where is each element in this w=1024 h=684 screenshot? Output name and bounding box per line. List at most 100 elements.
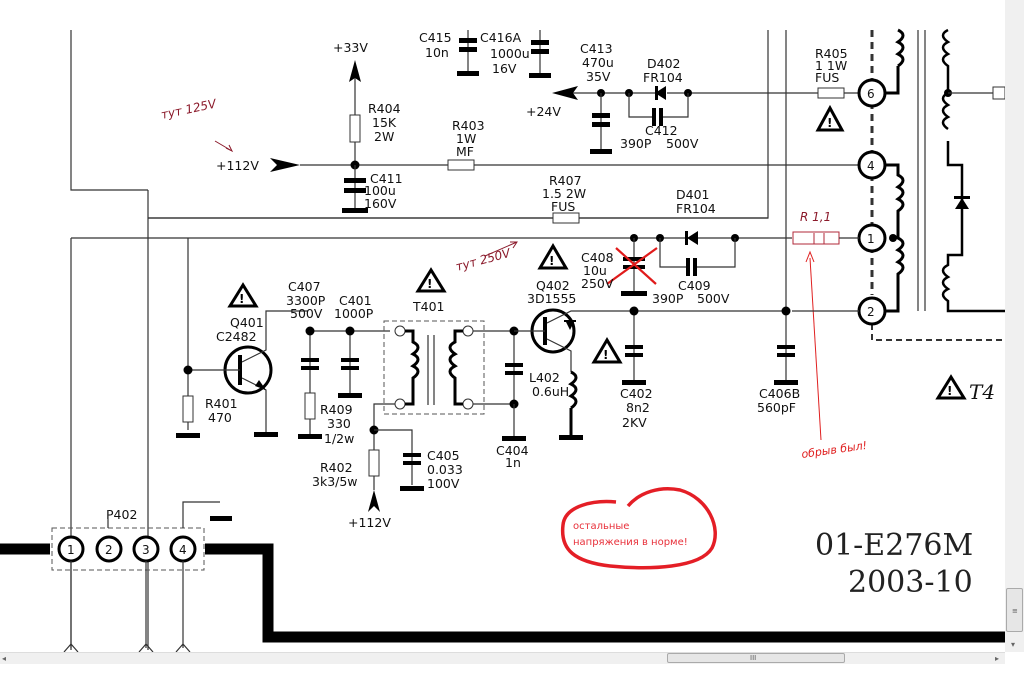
- scroll-left-arrow-icon[interactable]: ◂: [2, 654, 7, 663]
- annotation-others-ok-line1: остальные: [573, 521, 629, 532]
- ground-icon: [774, 380, 798, 385]
- ground-icon: [210, 516, 232, 521]
- r403-value: 1W: [456, 131, 476, 146]
- label-33v: +33V: [333, 40, 368, 55]
- capacitor-c401-plate: [341, 366, 359, 370]
- warning-icon: !: [537, 243, 569, 270]
- diode-secondary: [955, 198, 969, 209]
- capacitor-c411: [344, 178, 366, 183]
- svg-text:2: 2: [867, 305, 875, 319]
- c402-rating: 2KV: [622, 415, 647, 430]
- horizontal-scrollbar-thumb[interactable]: III: [667, 653, 845, 663]
- l402-ref: L402: [529, 370, 560, 385]
- c406b-ref: C406B: [759, 386, 800, 401]
- rail-arrow-33v: [349, 60, 361, 82]
- capacitor-c404: [505, 363, 523, 367]
- warning-icon: !: [935, 374, 967, 400]
- junction: [345, 326, 355, 336]
- r405-value: 1 1W: [815, 58, 847, 73]
- c413-rating: 35V: [586, 69, 611, 84]
- q402-ref: Q402: [536, 278, 570, 293]
- r403-type: MF: [456, 144, 474, 159]
- transformer-core: [917, 30, 926, 311]
- capacitor-c416a-plate: [531, 49, 549, 54]
- t401-primary: [405, 329, 420, 406]
- p402-pin-4: 4: [169, 535, 197, 563]
- r404-ref: R404: [368, 101, 401, 116]
- capacitor-c413-plate: [592, 122, 610, 127]
- scroll-right-arrow-icon[interactable]: ▸: [995, 654, 1000, 663]
- annotation-circle: [560, 487, 717, 570]
- svg-text:6: 6: [867, 87, 875, 101]
- vertical-scrollbar-thumb[interactable]: ≡: [1006, 588, 1023, 632]
- label-112v-bottom: +112V: [348, 515, 391, 530]
- junction: [305, 326, 315, 336]
- svg-text:4: 4: [867, 159, 875, 173]
- q401-ref: Q401: [230, 315, 264, 330]
- wire: [514, 310, 634, 372]
- junction: [781, 306, 791, 316]
- wire: [373, 330, 515, 465]
- vertical-scrollbar[interactable]: [1005, 0, 1024, 652]
- fuse-resistor-r407: [552, 212, 580, 224]
- r401-ref: R401: [205, 396, 238, 411]
- t401-core: [427, 335, 435, 405]
- c405-rating: 100V: [427, 476, 460, 491]
- resistor-r402: [368, 449, 380, 477]
- bus-thick: [205, 543, 1005, 643]
- junction: [629, 306, 639, 316]
- annotation-arrow: [809, 257, 822, 441]
- diode-d401: [687, 231, 698, 245]
- ground-icon: [622, 380, 646, 385]
- connector-terminal: [992, 86, 1005, 100]
- wire: [659, 238, 736, 268]
- c401-value: 1000P: [334, 306, 374, 321]
- transformer-pin-1: 1: [857, 223, 887, 253]
- capacitor-c404-plate: [505, 371, 523, 375]
- capacitor-c406b-plate: [777, 353, 795, 357]
- p402-pin-3: 3: [132, 535, 160, 563]
- capacitor-c412: [652, 108, 656, 126]
- c405-ref: C405: [427, 448, 460, 463]
- svg-text:3: 3: [142, 543, 150, 557]
- junction: [183, 365, 193, 375]
- annotation-arrow: [214, 140, 234, 153]
- capacitor-c402-plate: [625, 353, 643, 357]
- c408-value: 10u: [583, 263, 607, 278]
- c405-value: 0.033: [427, 462, 463, 477]
- junction: [889, 234, 897, 242]
- warning-icon: !: [815, 104, 845, 132]
- c413-ref: C413: [580, 41, 613, 56]
- d402-part: FR104: [643, 70, 683, 85]
- label-24v: +24V: [526, 104, 561, 119]
- capacitor-c412-plate: [659, 108, 663, 126]
- q401-part: C2482: [216, 329, 257, 344]
- schematic-canvas: +33V R404 15K 2W +112V R403 1W MF C411 1…: [0, 28, 1005, 652]
- r409-ref: R409: [320, 402, 353, 417]
- d401-ref: D401: [676, 187, 709, 202]
- wire: [633, 310, 787, 381]
- capacitor-c409-plate: [693, 258, 697, 276]
- p402-outline: [51, 527, 205, 571]
- scroll-down-arrow-icon[interactable]: ▾: [1011, 640, 1016, 649]
- c416a-value: 1000u: [490, 46, 530, 61]
- p402-pin-1: 1: [57, 535, 85, 563]
- transformer-pin-2: 2: [857, 296, 887, 326]
- t401-terminal: [394, 325, 406, 337]
- annotation-arrow: [484, 241, 518, 257]
- annotation-arrowhead: [805, 250, 815, 263]
- diode-d401-bar: [685, 231, 688, 245]
- fuse-resistor-r405: [817, 87, 845, 99]
- c412-ref: C412: [645, 123, 678, 138]
- resistor-r409: [304, 392, 316, 420]
- c401-ref: C401: [339, 293, 372, 308]
- r403-ref: R403: [452, 118, 485, 133]
- capacitor-c408: [623, 257, 645, 261]
- damper-diode-bar: [564, 320, 576, 322]
- c402-value: 8n2: [626, 400, 650, 415]
- t4-ref: T4: [969, 380, 995, 404]
- svg-text:1: 1: [867, 232, 875, 246]
- svg-text:2: 2: [105, 543, 113, 557]
- scroll-grip-icon: ≡: [1012, 607, 1018, 615]
- capacitor-c402: [625, 345, 643, 349]
